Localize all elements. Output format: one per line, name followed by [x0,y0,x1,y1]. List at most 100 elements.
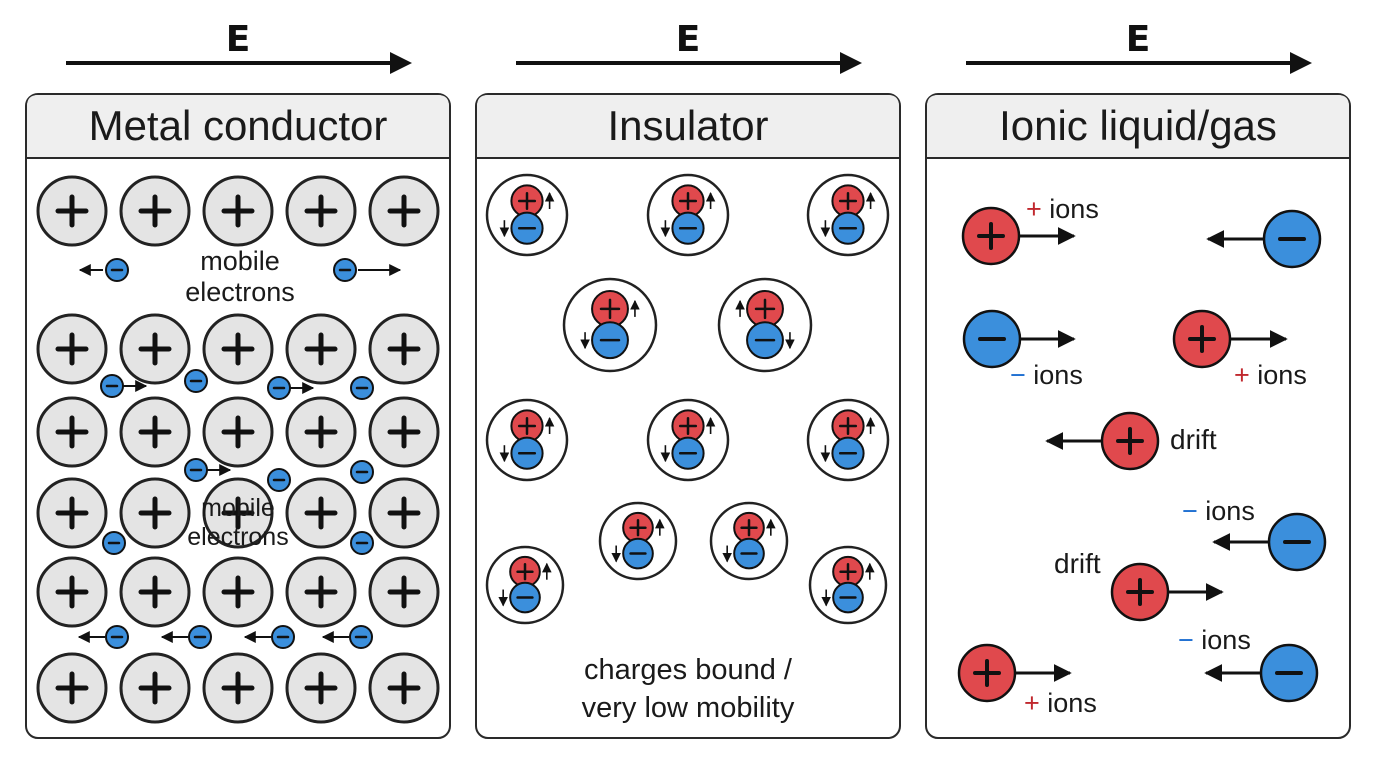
plus-glyph [138,332,172,366]
mobile-electrons-label: mobile electrons [168,494,308,552]
plus-glyph [55,575,89,609]
minus-sign: − [1010,360,1026,390]
bound-dipole [562,277,658,373]
drift-label: drift [1170,424,1217,455]
bound-dipole [485,398,569,482]
panel-title-insulator: Insulator [607,102,769,149]
bound-dipole [717,277,813,373]
plus-glyph [387,194,421,228]
minus-sign: − [1182,496,1198,526]
plus-glyph [55,194,89,228]
plus-glyph [304,575,338,609]
field-arrow-head [840,52,862,74]
ions-text: ions [1049,194,1099,224]
mobile-label-line: mobile [200,246,280,276]
plus-glyph [304,332,338,366]
plus-glyph [838,191,858,211]
plus-glyph [1188,325,1216,353]
plus-glyph [387,332,421,366]
plus-glyph [1116,427,1144,455]
plus-glyph [599,298,621,320]
plus-glyph [304,194,338,228]
negative-ions-label: − ions [1178,625,1251,656]
electrons-label-line: electrons [187,522,289,551]
panel-title-ionic: Ionic liquid/gas [999,102,1277,149]
plus-glyph [55,671,89,705]
ions-text: ions [1257,360,1307,390]
electrons-label-line: electrons [185,277,295,308]
panel-header [27,95,449,158]
bound-dipole [485,173,569,257]
positive-ions-label: + ions [1024,688,1097,719]
plus-glyph [517,416,537,436]
panel-header [477,95,899,158]
plus-glyph [678,191,698,211]
plus-glyph [1126,578,1154,606]
mobile-electrons-label: mobile electrons [160,246,320,308]
plus-sign: + [1026,194,1042,224]
field-label-e: E [225,19,251,60]
plus-glyph [977,222,1005,250]
plus-glyph [221,194,255,228]
plus-glyph [221,496,255,530]
negative-ions-label: − ions [1010,360,1083,391]
plus-glyph [304,496,338,530]
drift-label: drift [1054,548,1101,579]
plus-glyph [221,575,255,609]
plus-sign: + [1024,688,1040,718]
caption-line-1: charges bound / [584,654,792,686]
insulator-caption: charges bound / very low mobility [520,651,856,727]
panel-header [927,95,1349,158]
plus-glyph [973,659,1001,687]
plus-glyph [304,671,338,705]
bound-dipole [485,545,565,625]
bound-dipole [709,501,789,581]
plus-glyph [387,575,421,609]
bound-dipole [646,173,730,257]
plus-glyph [838,416,858,436]
plus-glyph [221,671,255,705]
plus-glyph [387,415,421,449]
ions-text: ions [1033,360,1083,390]
plus-glyph [221,415,255,449]
plus-glyph [517,191,537,211]
ions-text: ions [1047,688,1097,718]
plus-glyph [516,563,534,581]
plus-glyph [839,563,857,581]
plus-glyph [55,496,89,530]
ions-text: ions [1205,496,1255,526]
plus-glyph [138,671,172,705]
plus-glyph [138,496,172,530]
field-label-e: E [1125,19,1151,60]
plus-glyph [754,298,776,320]
plus-glyph [740,519,758,537]
field-arrow-head [390,52,412,74]
positive-ions-label: + ions [1234,360,1307,391]
plus-glyph [387,671,421,705]
positive-ions-label: + ions [1026,194,1099,225]
plus-glyph [55,415,89,449]
bound-dipole [598,501,678,581]
bound-dipole [806,173,890,257]
bound-dipole [806,398,890,482]
panel-title-metal: Metal conductor [88,102,388,149]
field-label-e: E [675,19,701,60]
plus-glyph [629,519,647,537]
ions-text: ions [1201,625,1251,655]
plus-glyph [221,332,255,366]
plus-glyph [138,415,172,449]
caption-line-2: very low mobility [581,692,795,724]
mobile-label-line: mobile [201,494,275,522]
bound-dipole [808,545,888,625]
minus-sign: − [1178,625,1194,655]
plus-glyph [55,332,89,366]
plus-glyph [138,194,172,228]
field-arrow-head [1290,52,1312,74]
plus-glyph [387,496,421,530]
plus-sign: + [1234,360,1250,390]
bound-dipole [646,398,730,482]
negative-ions-label: − ions [1182,496,1255,527]
plus-glyph [304,415,338,449]
